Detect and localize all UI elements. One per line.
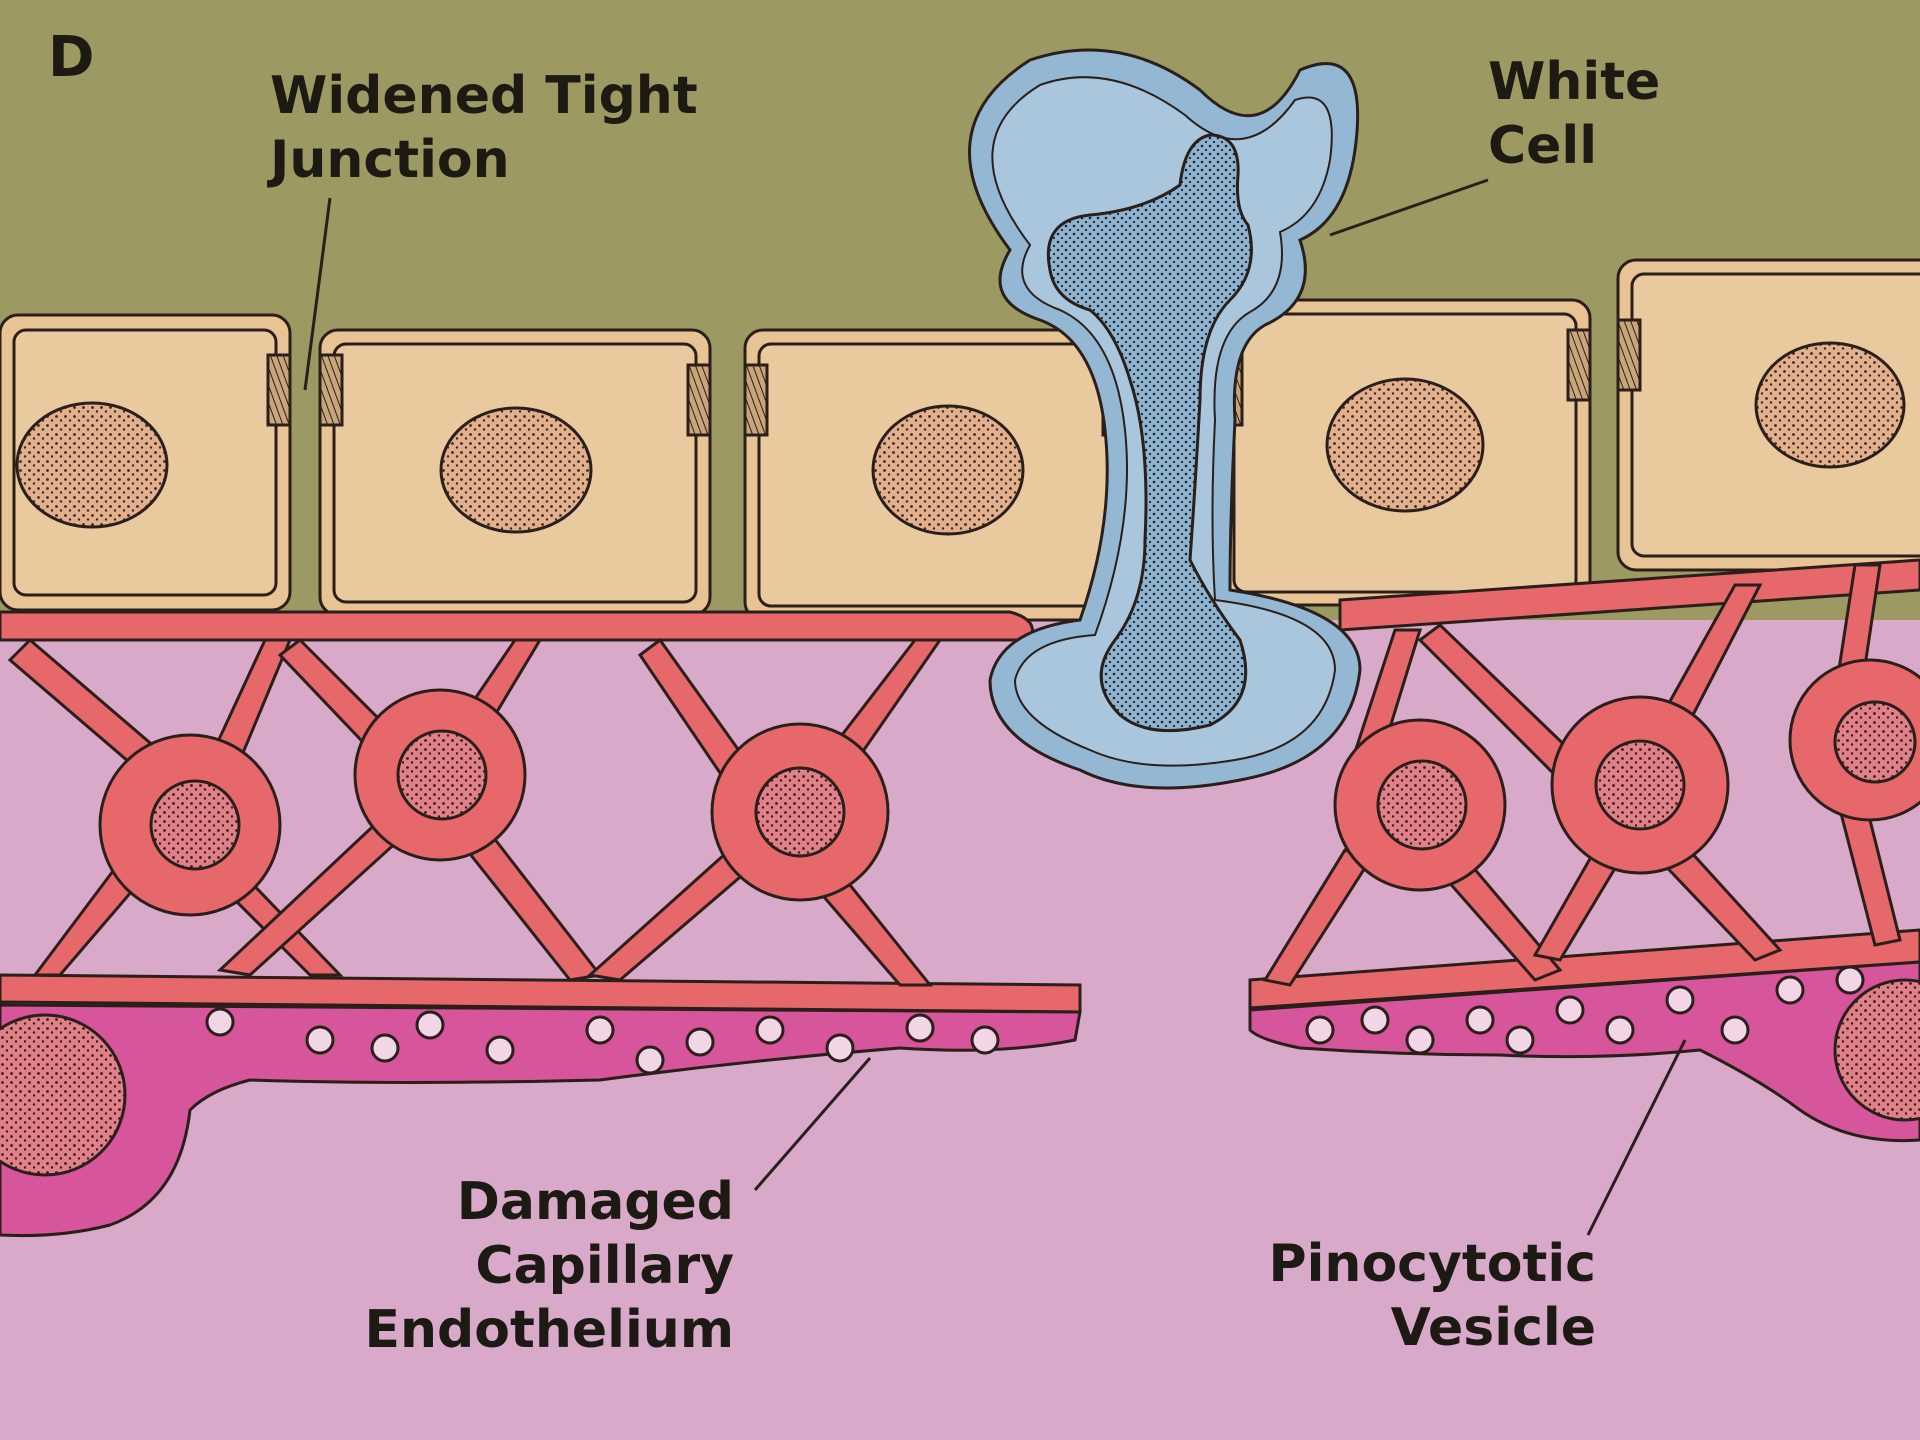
label-widened-tight-junction: Widened Tight Junction xyxy=(270,64,698,192)
label-line: Capillary xyxy=(365,1234,734,1298)
label-line: Endothelium xyxy=(365,1298,734,1362)
label-line: Cell xyxy=(1488,114,1660,178)
label-line: Widened Tight xyxy=(270,64,698,128)
label-damaged-capillary-endothelium: Damaged Capillary Endothelium xyxy=(365,1170,734,1362)
label-line: Pinocytotic xyxy=(1269,1232,1597,1296)
epithelial-cell xyxy=(0,315,290,610)
epithelial-cell xyxy=(320,330,710,615)
label-line: Junction xyxy=(270,128,698,192)
epithelial-cell xyxy=(745,330,1125,620)
label-line: White xyxy=(1488,50,1660,114)
label-line: Damaged xyxy=(365,1170,734,1234)
tight-junction xyxy=(268,355,290,425)
tight-junction xyxy=(688,365,710,435)
label-pinocytotic-vesicle: Pinocytotic Vesicle xyxy=(1269,1232,1597,1360)
tight-junction xyxy=(745,365,767,435)
panel-letter: D xyxy=(48,26,94,90)
epithelial-cell xyxy=(1220,300,1590,605)
tight-junction xyxy=(1568,330,1590,400)
epithelial-cell xyxy=(1618,260,1920,570)
label-white-cell: White Cell xyxy=(1488,50,1660,178)
tight-junction xyxy=(320,355,342,425)
label-line: Vesicle xyxy=(1269,1296,1597,1360)
tight-junction xyxy=(1618,320,1640,390)
